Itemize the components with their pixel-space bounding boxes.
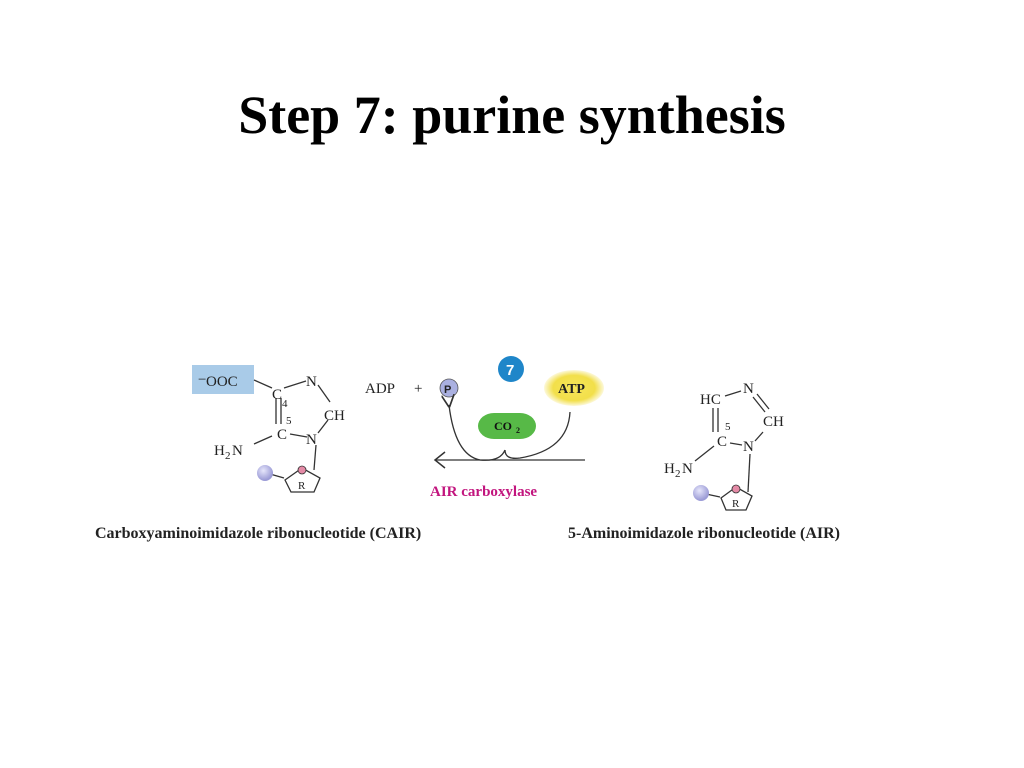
air-amine-n: N <box>682 461 693 477</box>
air-phosphate-sphere <box>693 485 709 501</box>
air-ch: CH <box>763 414 784 430</box>
cair-n3: N <box>306 374 317 390</box>
air-amine-sub: 2 <box>675 468 681 480</box>
step-number: 7 <box>506 362 514 379</box>
cair-c4-number: 4 <box>282 398 288 410</box>
carboxyl-group: OOC <box>206 374 238 390</box>
cair-ch: CH <box>324 408 345 424</box>
cair-n1: N <box>306 432 317 448</box>
air-c5: C <box>717 434 727 450</box>
cair-amine-h: H <box>214 443 225 459</box>
phosphate-label: P <box>444 384 451 396</box>
co2-label: CO <box>494 419 512 433</box>
step-badge <box>498 356 524 382</box>
adp-label: ADP <box>365 381 395 397</box>
air-amine-h: H <box>664 461 675 477</box>
cair-ribose: R <box>298 480 306 492</box>
cair-c5-number: 5 <box>286 415 292 427</box>
co2-icon <box>478 413 536 439</box>
carboxyl-highlight <box>192 365 254 394</box>
cair-label: Carboxyaminoimidazole ribonucleotide (CA… <box>95 525 421 542</box>
cair-amine-sub: 2 <box>225 450 231 462</box>
plus-sign: + <box>414 381 422 397</box>
air-label: 5-Aminoimidazole ribonucleotide (AIR) <box>568 525 840 542</box>
air-c5-number: 5 <box>725 421 731 433</box>
air-structure: HC N CH N C 5 H 2 N R 5-Aminoimidazole r… <box>568 381 840 542</box>
cair-c5: C <box>277 427 287 443</box>
slide-title: Step 7: purine synthesis <box>238 85 786 145</box>
cair-structure: − OOC C 4 N CH 5 C N H 2 N R Carboxyamin… <box>95 365 421 542</box>
cair-c4: C <box>272 387 282 403</box>
cair-phosphate-sphere <box>257 465 273 481</box>
co2-subscript: 2 <box>516 426 520 435</box>
reaction-diagram: − OOC C 4 N CH 5 C N H 2 N R Carboxyamin… <box>80 340 950 570</box>
cair-amine-n: N <box>232 443 243 459</box>
air-n1: N <box>743 439 754 455</box>
atp-label: ATP <box>558 382 585 397</box>
air-hc: HC <box>700 392 721 408</box>
air-ribose-dot <box>731 484 741 494</box>
air-n3: N <box>743 381 754 397</box>
reaction-arrow-area: ADP + P 7 ATP CO 2 AIR carboxylase <box>365 356 604 500</box>
air-ribose: R <box>732 498 740 510</box>
enzyme-label: AIR carboxylase <box>430 484 537 500</box>
atp-icon <box>544 370 604 406</box>
cair-ribose-dot <box>297 465 307 475</box>
carboxyl-charge: − <box>198 372 206 388</box>
